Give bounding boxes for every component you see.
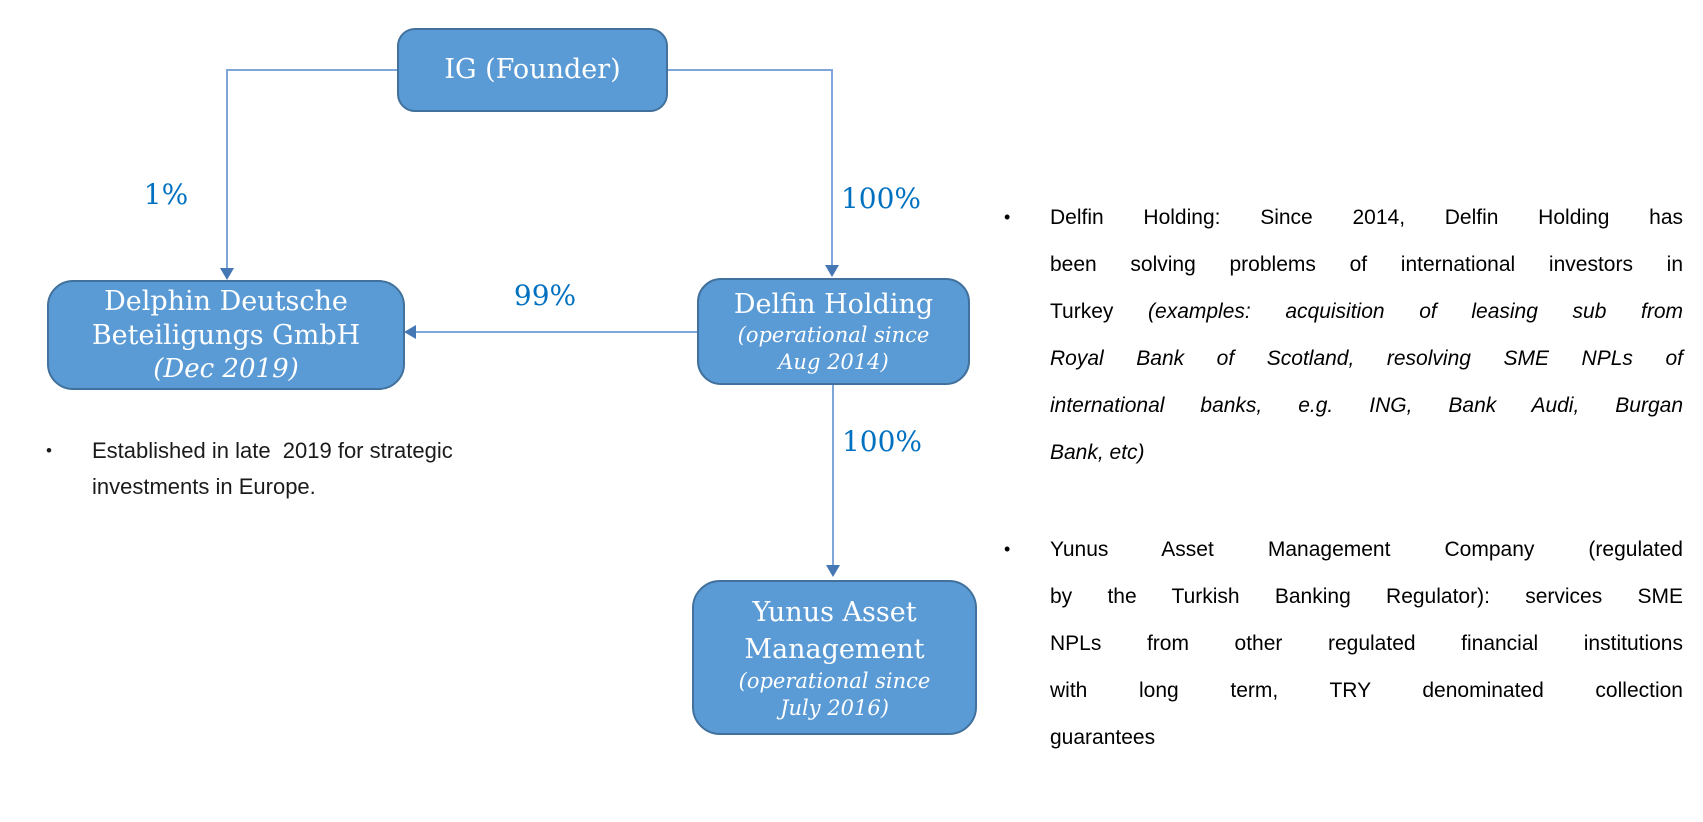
node-title: Delfin Holding bbox=[733, 288, 934, 320]
bullet-marker: • bbox=[1004, 207, 1011, 227]
note-line: Established in late 2019 for strategic bbox=[92, 438, 453, 463]
note-text-segment: (examples: acquisition of leasing sub fr… bbox=[1148, 300, 1683, 323]
note-line: Bank, etc) bbox=[1050, 429, 1683, 476]
node-title: Management bbox=[744, 633, 925, 665]
note-text-segment: by the Turkish Banking Regulator): servi… bbox=[1050, 585, 1683, 608]
node-ig-founder: IG (Founder) bbox=[397, 28, 668, 112]
notes-column: • Delfin Holding: Since 2014, Delfin Hol… bbox=[1002, 194, 1683, 761]
bullet-marker: • bbox=[1004, 539, 1011, 559]
note-text: Delfin Holding: Since 2014, Delfin Holdi… bbox=[1050, 194, 1683, 476]
note-text: Established in late 2019 for strategic i… bbox=[92, 433, 453, 505]
node-title: Delphin Deutsche bbox=[104, 286, 348, 317]
connector-ig-to-delphin-horizontal bbox=[226, 69, 397, 71]
node-yunus-asset-management: Yunus Asset Management (operational sinc… bbox=[692, 580, 977, 735]
note-line: NPLs from other regulated financial inst… bbox=[1050, 620, 1683, 667]
node-subtitle: (operational since bbox=[738, 668, 931, 693]
edge-label-99-percent: 99% bbox=[513, 279, 577, 312]
node-subtitle: Aug 2014) bbox=[778, 349, 889, 374]
note-line: investments in Europe. bbox=[92, 474, 316, 499]
node-subtitle: (Dec 2019) bbox=[153, 354, 299, 384]
note-text-segment: Turkey bbox=[1050, 300, 1149, 323]
arrowhead-down-into-yunus bbox=[826, 565, 840, 577]
node-title: Beteiligungs GmbH bbox=[91, 320, 361, 351]
connector-delfin-to-delphin bbox=[415, 331, 697, 333]
node-title: IG (Founder) bbox=[444, 54, 621, 85]
edge-label-100-percent-bottom: 100% bbox=[841, 425, 923, 458]
note-text-segment: NPLs from other regulated financial inst… bbox=[1050, 632, 1683, 655]
connector-ig-to-delphin-vertical bbox=[226, 69, 228, 270]
note-line: been solving problems of international i… bbox=[1050, 241, 1683, 288]
edge-label-100-percent-top: 100% bbox=[840, 182, 922, 215]
arrowhead-down-into-delfin bbox=[825, 265, 839, 277]
node-delphin-deutsche: Delphin Deutsche Beteiligungs GmbH (Dec … bbox=[47, 280, 405, 390]
arrowhead-down-into-delphin bbox=[220, 268, 234, 280]
note-line: by the Turkish Banking Regulator): servi… bbox=[1050, 573, 1683, 620]
note-delfin-holding: • Delfin Holding: Since 2014, Delfin Hol… bbox=[1002, 194, 1683, 476]
note-line: guarantees bbox=[1050, 714, 1683, 761]
note-text-segment: Yunus Asset Management Company (regulate… bbox=[1050, 538, 1683, 561]
note-text-segment: Delfin Holding: Since 2014, Delfin Holdi… bbox=[1050, 206, 1683, 229]
node-delfin-holding: Delfin Holding (operational since Aug 20… bbox=[697, 278, 970, 385]
note-text-segment: Royal Bank of Scotland, resolving SME NP… bbox=[1050, 347, 1683, 370]
note-line: Yunus Asset Management Company (regulate… bbox=[1050, 526, 1683, 573]
note-line: international banks, e.g. ING, Bank Audi… bbox=[1050, 382, 1683, 429]
note-text-segment: guarantees bbox=[1050, 726, 1156, 749]
note-text-segment: international banks, e.g. ING, Bank Audi… bbox=[1050, 394, 1683, 417]
note-yunus-asset-management: • Yunus Asset Management Company (regula… bbox=[1002, 526, 1683, 761]
note-line: Royal Bank of Scotland, resolving SME NP… bbox=[1050, 335, 1683, 382]
node-title: Yunus Asset bbox=[752, 596, 917, 628]
connector-delfin-to-yunus bbox=[832, 385, 834, 566]
note-text: Yunus Asset Management Company (regulate… bbox=[1050, 526, 1683, 761]
note-line: with long term, TRY denominated collecti… bbox=[1050, 667, 1683, 714]
note-text-segment: Bank, etc) bbox=[1050, 441, 1145, 464]
note-text-segment: with long term, TRY denominated collecti… bbox=[1050, 679, 1683, 702]
note-text-segment: been solving problems of international i… bbox=[1050, 253, 1683, 276]
node-subtitle: (operational since bbox=[737, 322, 930, 347]
edge-label-1-percent: 1% bbox=[143, 178, 189, 211]
bullet-marker: • bbox=[46, 441, 52, 460]
arrowhead-left-into-delphin bbox=[404, 325, 416, 339]
note-line: Delfin Holding: Since 2014, Delfin Holdi… bbox=[1050, 194, 1683, 241]
note-delphin: • Established in late 2019 for strategic… bbox=[44, 433, 524, 505]
node-subtitle: July 2016) bbox=[780, 695, 889, 720]
connector-ig-to-delfin-vertical bbox=[831, 69, 833, 266]
note-line: Turkey (examples: acquisition of leasing… bbox=[1050, 288, 1683, 335]
connector-ig-to-delfin-horizontal bbox=[668, 69, 832, 71]
